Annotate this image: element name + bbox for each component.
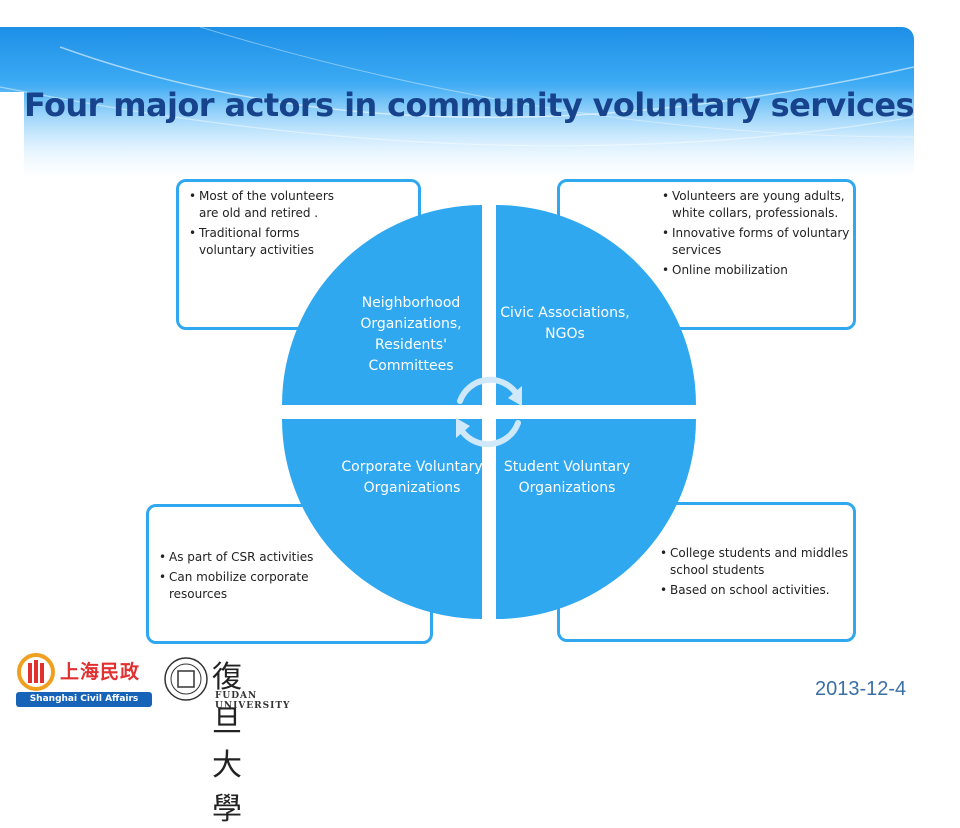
- page-title: Four major actors in community voluntary…: [24, 86, 915, 124]
- bullet-item: Based on school activities.: [658, 582, 853, 599]
- bullet-item: Traditional forms voluntary activities: [187, 225, 337, 259]
- civil-affairs-logo-text: 上海民政: [60, 661, 141, 683]
- quadrant-neighborhood: [282, 205, 482, 405]
- bullet-list-neighborhood: Most of the volunteers are old and retir…: [187, 188, 337, 262]
- bullet-item: Volunteers are young adults, white colla…: [660, 188, 850, 222]
- civil-affairs-logo: 上海民政 Shanghai Civil Affairs Bureau: [10, 648, 156, 719]
- banner-strip: [0, 92, 24, 178]
- fudan-logo-text: 復旦大學: [212, 660, 242, 827]
- bullet-item: College students and middles school stud…: [658, 545, 853, 579]
- actors-circle: Neighborhood Organizations, Residents' C…: [282, 205, 696, 619]
- bullet-item: Innovative forms of voluntary services: [660, 225, 850, 259]
- bullet-item: Most of the volunteers are old and retir…: [187, 188, 337, 222]
- civil-affairs-logo-subtitle: Shanghai Civil Affairs Bureau: [16, 692, 152, 719]
- quadrant-corporate: [282, 419, 482, 619]
- quadrant-student: [496, 419, 696, 619]
- date-label: 2013-12-4: [815, 678, 907, 700]
- bullet-list-corporate: As part of CSR activities Can mobilize c…: [157, 549, 337, 606]
- fudan-seal-icon: [164, 657, 208, 701]
- bullet-list-student: College students and middles school stud…: [658, 545, 853, 602]
- bullet-item: As part of CSR activities: [157, 549, 337, 566]
- bullet-item: Online mobilization: [660, 262, 850, 279]
- cycle-arrows-icon: [456, 376, 522, 448]
- quadrant-label-neighborhood: Neighborhood Organizations, Residents' C…: [360, 295, 462, 374]
- civil-affairs-emblem-icon: [17, 653, 55, 691]
- bullet-item: Can mobilize corporate resources: [157, 569, 337, 603]
- quadrant-label-corporate: Corporate Voluntary Organizations: [341, 459, 483, 496]
- quadrant-label-civic: Civic Associations, NGOs: [500, 305, 630, 342]
- quadrant-civic: [496, 205, 696, 405]
- bullet-list-civic: Volunteers are young adults, white colla…: [660, 188, 850, 282]
- quadrant-label-student: Student Voluntary Organizations: [503, 459, 631, 496]
- header-banner: [0, 27, 914, 177]
- banner-fade: [0, 27, 914, 177]
- fudan-logo-subtitle: FUDAN UNIVERSITY: [215, 691, 291, 711]
